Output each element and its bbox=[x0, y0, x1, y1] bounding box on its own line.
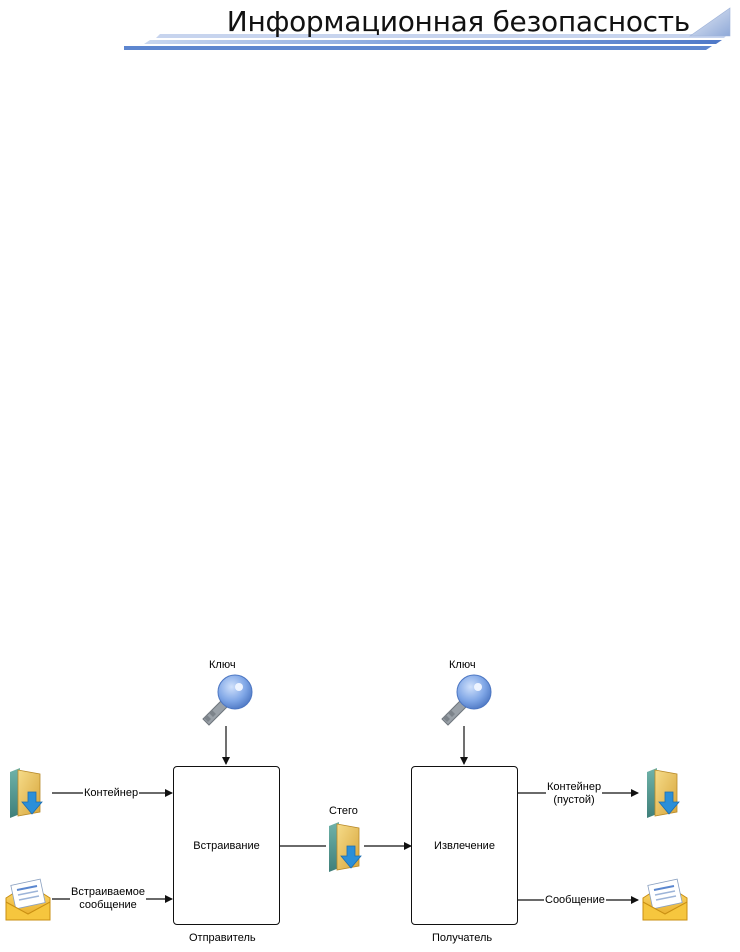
embedding-box: Встраивание bbox=[173, 766, 280, 925]
empty-container-label: Контейнер (пустой) bbox=[546, 781, 603, 807]
receiver-key-label: Ключ bbox=[448, 659, 477, 672]
folder-download-icon bbox=[647, 768, 680, 818]
steganography-diagram: Встраивание Извлечение Ключ Ключ Контейн… bbox=[0, 640, 740, 952]
embedding-label: Встраивание bbox=[193, 839, 260, 852]
extraction-label: Извлечение bbox=[434, 839, 495, 852]
envelope-letter-icon bbox=[5, 878, 51, 921]
sender-key-label: Ключ bbox=[208, 659, 237, 672]
stego-label: Стего bbox=[328, 805, 359, 818]
header-band bbox=[124, 7, 731, 50]
receiver-role-label: Получатель bbox=[431, 932, 494, 945]
folder-download-icon bbox=[10, 768, 43, 818]
header-title: Информационная безопасность bbox=[226, 5, 691, 38]
key-icon bbox=[202, 674, 253, 726]
page-header: Информационная безопасность bbox=[0, 0, 740, 56]
folder-download-icon bbox=[329, 822, 362, 872]
envelope-letter-icon bbox=[642, 878, 688, 921]
extraction-box: Извлечение bbox=[411, 766, 518, 925]
output-message-label: Сообщение bbox=[544, 894, 606, 907]
message-label: Встраиваемое сообщение bbox=[70, 886, 147, 912]
sender-role-label: Отправитель bbox=[188, 932, 257, 945]
key-icon bbox=[441, 674, 492, 726]
container-label: Контейнер bbox=[83, 787, 140, 800]
